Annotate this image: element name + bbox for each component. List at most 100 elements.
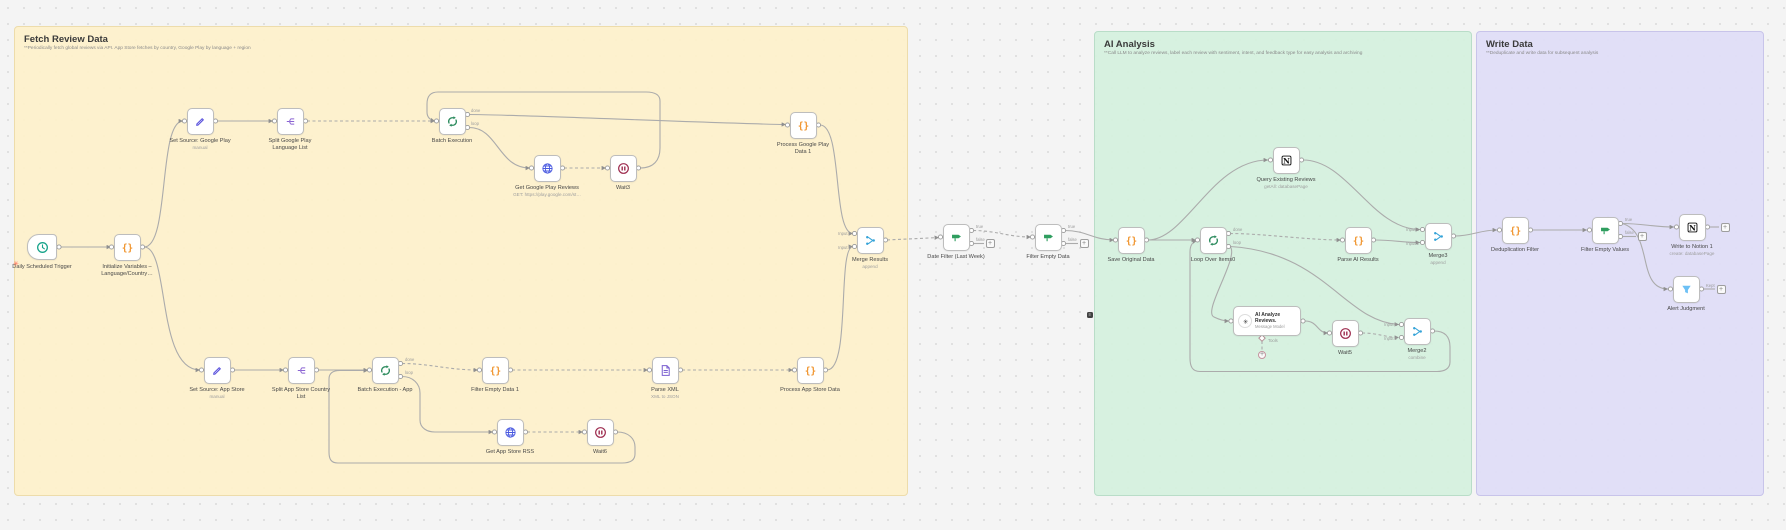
node-port[interactable] bbox=[1698, 286, 1705, 292]
node-port[interactable] bbox=[282, 367, 289, 373]
node-alert-judgment[interactable] bbox=[1672, 275, 1700, 303]
connection-edge[interactable] bbox=[972, 229, 1032, 240]
node-port[interactable] bbox=[604, 165, 611, 171]
node-port[interactable] bbox=[1326, 330, 1333, 336]
sticky-note-ai-analysis[interactable]: AI Analysis**Call LLM to analyze reviews… bbox=[1094, 31, 1472, 496]
connection-edge[interactable] bbox=[1229, 245, 1400, 327]
node-loop-over-items0[interactable] bbox=[1199, 226, 1227, 254]
node-port[interactable] bbox=[815, 122, 822, 128]
node-port[interactable] bbox=[271, 118, 278, 124]
node-port[interactable] bbox=[851, 230, 858, 237]
node-port[interactable] bbox=[198, 367, 205, 373]
node-port[interactable] bbox=[581, 429, 588, 435]
node-deduplication-filter[interactable]: {} bbox=[1501, 216, 1529, 244]
sticky-note-write-data[interactable]: Write Data**Deduplicate and write data f… bbox=[1476, 31, 1764, 496]
add-node-plus-button[interactable]: + bbox=[1716, 284, 1726, 294]
connection-edge[interactable] bbox=[1304, 320, 1329, 336]
node-merge2[interactable] bbox=[1403, 317, 1431, 345]
node-port[interactable] bbox=[1267, 157, 1274, 163]
add-node-plus-button[interactable]: + bbox=[1720, 222, 1730, 232]
connection-edge[interactable] bbox=[1361, 332, 1400, 340]
connection-edge[interactable] bbox=[468, 113, 787, 127]
node-ai-analyze-reviews[interactable]: ✳AI Analyze Reviews.Message Model≡ bbox=[1233, 306, 1301, 336]
node-port[interactable] bbox=[1419, 239, 1426, 246]
connection-edge[interactable] bbox=[1454, 227, 1498, 237]
add-node-plus-button[interactable]: + bbox=[985, 239, 995, 248]
node-port[interactable] bbox=[559, 165, 566, 171]
node-wait6[interactable] bbox=[586, 418, 614, 446]
connection-edge[interactable] bbox=[468, 126, 531, 171]
node-port[interactable] bbox=[646, 367, 653, 373]
node-port[interactable] bbox=[1617, 220, 1624, 227]
node-port[interactable] bbox=[1060, 227, 1067, 234]
connection-edge[interactable] bbox=[143, 246, 201, 373]
node-port[interactable] bbox=[1398, 321, 1405, 328]
node-process-app-store-data[interactable]: {} bbox=[796, 356, 824, 384]
node-port[interactable] bbox=[1357, 330, 1364, 336]
connection-edge[interactable] bbox=[401, 375, 493, 435]
node-port[interactable] bbox=[1704, 224, 1711, 230]
node-save-original-data[interactable]: {} bbox=[1117, 226, 1145, 254]
connection-edge[interactable] bbox=[819, 124, 854, 236]
node-filter-empty-data[interactable] bbox=[1034, 223, 1062, 251]
connection-edge[interactable] bbox=[328, 368, 636, 464]
connection-edge[interactable] bbox=[1064, 229, 1115, 243]
node-port[interactable] bbox=[476, 367, 483, 373]
node-port[interactable] bbox=[366, 367, 373, 373]
node-port[interactable] bbox=[968, 227, 975, 234]
node-port[interactable] bbox=[1143, 237, 1150, 243]
node-initialize-variables[interactable]: {} bbox=[113, 233, 141, 261]
node-port[interactable] bbox=[612, 429, 619, 435]
node-port[interactable] bbox=[108, 244, 115, 250]
node-parse-ai-results[interactable]: {} bbox=[1344, 226, 1372, 254]
tools-port[interactable] bbox=[1258, 334, 1266, 342]
node-parse-xml[interactable] bbox=[651, 356, 679, 384]
connection-edge[interactable] bbox=[1374, 239, 1421, 245]
connection-edge[interactable] bbox=[1147, 157, 1269, 241]
node-port[interactable] bbox=[851, 243, 858, 250]
add-node-plus-button[interactable]: + bbox=[1637, 232, 1647, 241]
node-port[interactable] bbox=[1419, 226, 1426, 233]
node-port[interactable] bbox=[1029, 234, 1036, 240]
node-batch-execution[interactable] bbox=[438, 107, 466, 135]
node-port[interactable] bbox=[464, 124, 471, 131]
node-port[interactable] bbox=[1673, 224, 1680, 230]
node-port[interactable] bbox=[397, 360, 404, 367]
connection-edge[interactable] bbox=[1189, 239, 1451, 373]
node-port[interactable] bbox=[791, 367, 798, 373]
connection-edge[interactable] bbox=[826, 244, 854, 371]
node-write-to-notion-1[interactable]: N bbox=[1678, 213, 1706, 241]
node-port[interactable] bbox=[212, 118, 219, 124]
add-node-plus-button[interactable]: + bbox=[1079, 239, 1089, 248]
node-port[interactable] bbox=[313, 367, 320, 373]
sticky-note-fetch-review-data[interactable]: Fetch Review Data**Periodically fetch gl… bbox=[14, 26, 908, 496]
node-port[interactable] bbox=[1339, 237, 1346, 243]
node-merge3[interactable] bbox=[1424, 222, 1452, 250]
node-get-google-play-reviews[interactable]: ≡ bbox=[533, 154, 1093, 318]
node-wait5[interactable] bbox=[1331, 319, 1359, 347]
node-port[interactable] bbox=[1398, 334, 1405, 341]
connection-edge[interactable] bbox=[1302, 159, 1421, 232]
node-port[interactable] bbox=[1450, 233, 1457, 239]
node-port[interactable] bbox=[1194, 237, 1201, 243]
node-port[interactable] bbox=[1298, 157, 1305, 163]
node-port[interactable] bbox=[528, 165, 535, 171]
node-port[interactable] bbox=[491, 429, 498, 435]
node-port[interactable] bbox=[1586, 227, 1593, 233]
node-port[interactable] bbox=[56, 244, 62, 250]
connection-edge[interactable] bbox=[426, 91, 661, 169]
node-merge-results[interactable] bbox=[856, 226, 884, 254]
connection-edge[interactable] bbox=[1211, 246, 1233, 324]
node-port[interactable] bbox=[229, 367, 236, 373]
connection-edge[interactable] bbox=[1229, 232, 1342, 243]
node-process-google-play-data-1[interactable]: {} bbox=[789, 111, 817, 139]
node-port[interactable] bbox=[1527, 227, 1534, 233]
node-port[interactable] bbox=[302, 118, 309, 124]
node-port[interactable] bbox=[139, 244, 146, 250]
connection-edge[interactable] bbox=[886, 235, 940, 241]
node-wait3[interactable] bbox=[609, 154, 637, 182]
node-port[interactable] bbox=[507, 367, 514, 373]
node-port[interactable] bbox=[1370, 237, 1377, 243]
node-date-filter-last-week[interactable] bbox=[942, 223, 970, 251]
